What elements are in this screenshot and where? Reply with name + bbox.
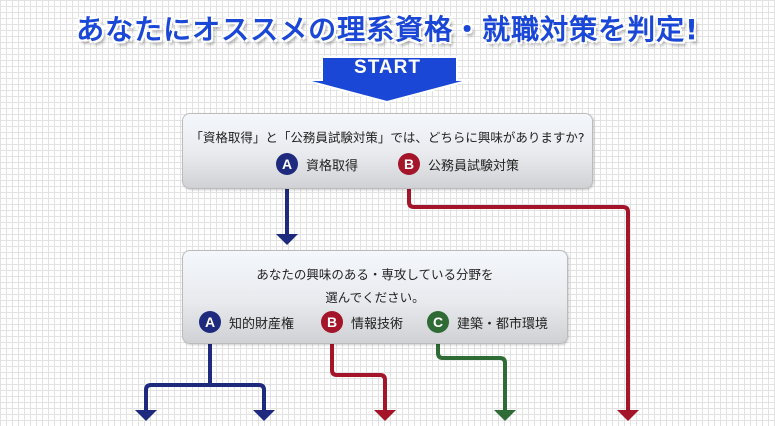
q1-option-a[interactable]: A 資格取得 bbox=[276, 153, 358, 175]
q2-option-a[interactable]: A 知的財産権 bbox=[199, 311, 294, 333]
arrow-down bbox=[253, 410, 275, 421]
q2-c-line bbox=[436, 328, 507, 412]
option-label: 情報技術 bbox=[351, 316, 404, 332]
option-label: 公務員試験対策 bbox=[428, 158, 520, 174]
question-2-line1: あなたの興味のある・専攻している分野を bbox=[256, 267, 494, 282]
option-label: 知的財産権 bbox=[229, 316, 295, 332]
option-label: 資格取得 bbox=[306, 158, 359, 174]
arrow-to-q2 bbox=[276, 234, 298, 245]
q1-b-line bbox=[407, 170, 630, 412]
option-badge-b: B bbox=[321, 311, 343, 333]
start-label: START bbox=[354, 57, 421, 78]
option-label: 建築・都市環境 bbox=[457, 316, 549, 332]
question-1-text: 「資格取得」と「公務員試験対策」では、どちらに興味がありますか? bbox=[190, 130, 585, 145]
q2-b-line bbox=[330, 328, 387, 412]
page-title: あなたにオススメの理系資格・就職対策を判定! bbox=[76, 13, 699, 46]
option-badge-a: A bbox=[199, 311, 221, 333]
question-2-line2: 選んでください。 bbox=[325, 290, 425, 305]
option-badge-b: B bbox=[398, 153, 420, 175]
option-badge-a: A bbox=[276, 153, 298, 175]
option-badge-c: C bbox=[427, 311, 449, 333]
start-arrow bbox=[303, 56, 471, 104]
arrow-down bbox=[617, 410, 639, 421]
arrow-down bbox=[374, 410, 396, 421]
q2-option-c[interactable]: C 建築・都市環境 bbox=[427, 311, 548, 333]
arrow-down bbox=[135, 410, 157, 421]
q2-option-b[interactable]: B 情報技術 bbox=[321, 311, 403, 333]
question-2-box: あなたの興味のある・専攻している分野を 選んでください。 bbox=[182, 250, 568, 344]
q1-option-b[interactable]: B 公務員試験対策 bbox=[398, 153, 519, 175]
question-1-box: 「資格取得」と「公務員試験対策」では、どちらに興味がありますか? bbox=[182, 113, 593, 189]
arrow-down bbox=[494, 410, 516, 421]
